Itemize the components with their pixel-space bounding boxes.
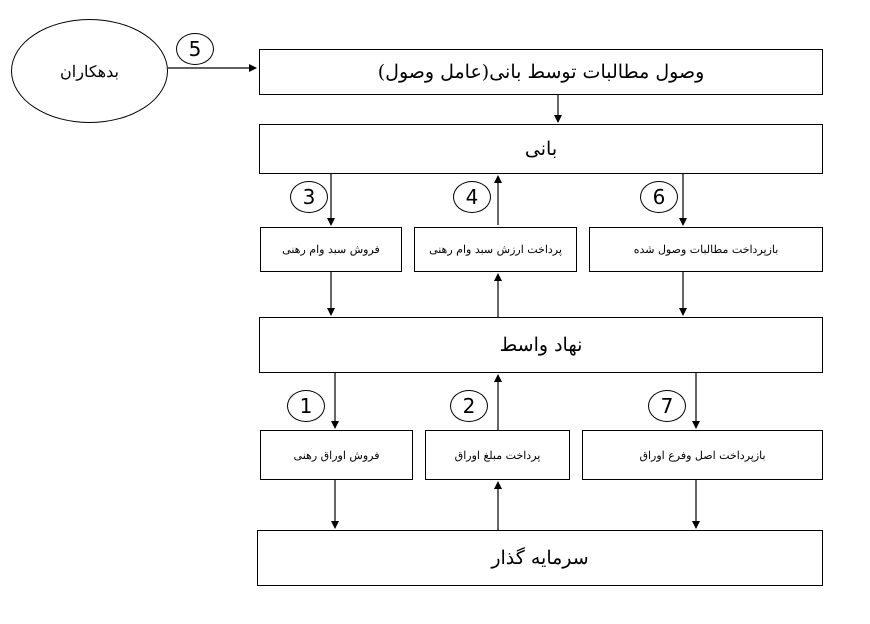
repay-collected-box: بازپرداخت مطالبات وصول شده	[589, 227, 823, 272]
step-3-badge: 3	[290, 181, 328, 213]
step-2-badge: 2	[450, 390, 488, 422]
step-7-badge: 7	[648, 390, 686, 422]
sell-pool-box: فروش سبد وام رهنی	[260, 227, 402, 272]
step-4-badge: 4	[453, 181, 491, 213]
repay-principal-interest-box: بازپرداخت اصل وفرع اوراق	[582, 430, 823, 480]
spv-box: نهاد واسط	[259, 317, 823, 373]
step-1-badge: 1	[287, 390, 325, 422]
pay-securities-amount-box: پرداخت مبلغ اوراق	[425, 430, 570, 480]
sell-securities-box: فروش اوراق رهنی	[260, 430, 413, 480]
step-6-badge: 6	[640, 181, 678, 213]
step-5-badge: 5	[176, 33, 214, 65]
originator-box: بانی	[259, 124, 823, 174]
pay-pool-value-box: پرداخت ارزش سبد وام رهنی	[414, 227, 577, 272]
debtors-node: بدهکاران	[11, 19, 168, 123]
collection-box: وصول مطالبات توسط بانی(عامل وصول)	[259, 49, 823, 95]
investor-box: سرمایه گذار	[257, 530, 823, 586]
